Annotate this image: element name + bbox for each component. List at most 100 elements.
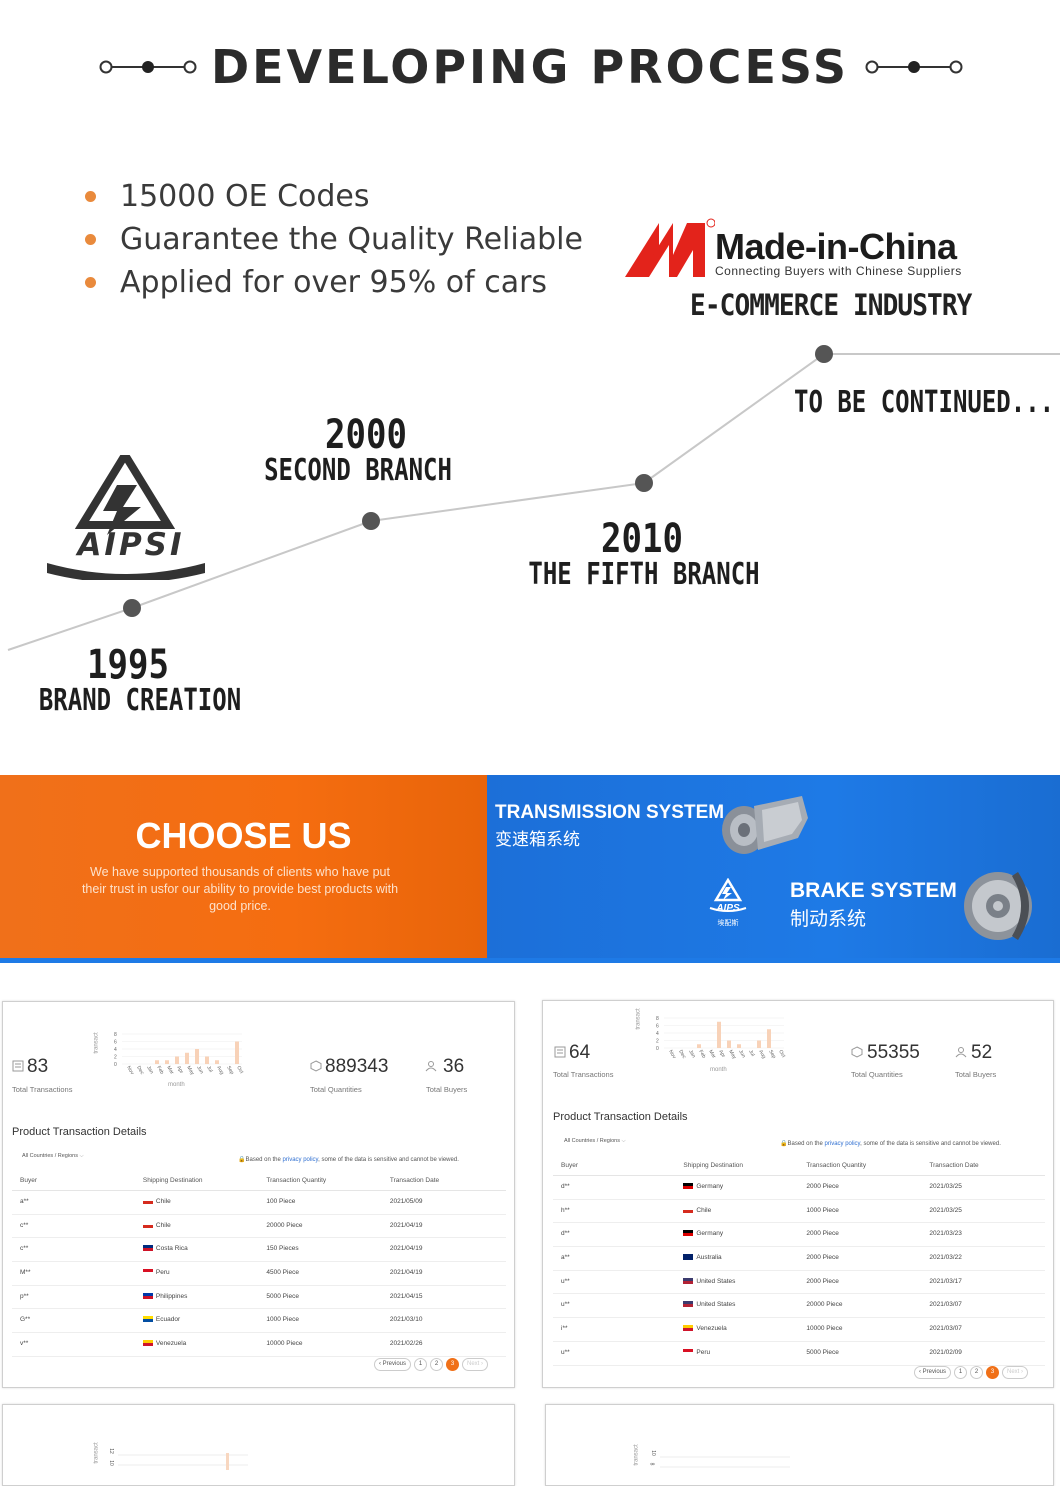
page-number-button[interactable]: 1 — [414, 1358, 428, 1371]
made-in-china-logo-icon — [625, 218, 715, 277]
title-ornament-right — [865, 60, 963, 74]
timeline-line — [7, 345, 1060, 651]
total-transactions-label: Total Transactions — [12, 1085, 73, 1094]
section-title: Product Transaction Details — [12, 1126, 147, 1138]
xtick-label: Aug — [215, 1065, 225, 1076]
buyer-cell: M** — [20, 1269, 31, 1277]
chart-bar — [195, 1049, 199, 1064]
country-flag-icon — [142, 1221, 153, 1228]
privacy-policy-link[interactable]: privacy policy — [824, 1141, 861, 1147]
previous-page-button[interactable]: ‹ Previous — [914, 1366, 952, 1379]
page-number-button[interactable]: 1 — [954, 1366, 968, 1379]
column-header: Transaction Date — [929, 1162, 979, 1169]
chevron-down-icon: ⌵ — [621, 1138, 626, 1144]
xtick-label: Apr — [717, 1049, 726, 1059]
ytick-label: 0 — [656, 1046, 659, 1052]
quantity-cell: 1000 Piece — [266, 1316, 299, 1324]
destination-cell: United States — [683, 1301, 735, 1308]
country-flag-icon — [683, 1206, 694, 1213]
next-page-button[interactable]: Next › — [1002, 1366, 1029, 1379]
choose-us-banner — [0, 775, 487, 958]
quantity-cell: 4500 Piece — [266, 1269, 299, 1277]
page-number-button[interactable]: 2 — [430, 1358, 444, 1371]
quantities-icon — [851, 1046, 863, 1058]
buyer-cell: a** — [561, 1254, 570, 1262]
chart-bar — [697, 1044, 701, 1048]
country-flag-icon — [142, 1269, 153, 1276]
chevron-down-icon: ⌵ — [79, 1153, 84, 1159]
ytick-label: 6 — [656, 1024, 659, 1030]
privacy-policy-link[interactable]: privacy policy — [282, 1157, 319, 1163]
chart-xlabel: month — [710, 1067, 727, 1073]
column-header: Shipping Destination — [683, 1162, 743, 1169]
total-buyers-label: Total Buyers — [955, 1070, 997, 1079]
date-cell: 2021/03/07 — [929, 1325, 962, 1333]
next-page-button[interactable]: Next › — [462, 1358, 489, 1371]
destination-cell: Peru — [683, 1348, 710, 1356]
page-number-button[interactable]: 2 — [970, 1366, 984, 1379]
date-cell: 2021/03/07 — [929, 1301, 962, 1309]
country-flag-icon — [142, 1245, 153, 1252]
buyer-cell: d** — [561, 1230, 570, 1238]
choose-us-title: CHOOSE US — [135, 815, 352, 856]
milestone-label-1995: BRAND CREATION — [38, 683, 242, 718]
aips-small-logo-cn: 埃配斯 — [717, 919, 739, 927]
bullet-dot — [85, 191, 96, 202]
xtick-label: Feb — [155, 1065, 165, 1076]
column-header: Buyer — [561, 1162, 578, 1169]
page-number-button[interactable]: 3 — [446, 1358, 460, 1371]
destination-cell: Ecuador — [142, 1316, 180, 1323]
total-quantities-label: Total Quantities — [851, 1070, 903, 1079]
chart-gridline — [118, 1453, 248, 1470]
timeline-dot-1995 — [123, 599, 141, 617]
date-cell: 2021/03/23 — [929, 1230, 962, 1238]
milestone-label-2010: THE FIFTH BRANCH — [528, 557, 760, 592]
chart-bar — [717, 1021, 721, 1048]
gearbox-icon — [722, 796, 808, 854]
region-filter[interactable]: All Countries / Regions ⌵ — [22, 1153, 84, 1159]
country-flag-icon — [683, 1301, 694, 1308]
date-cell: 2021/04/19 — [389, 1269, 423, 1277]
buyer-cell: v** — [20, 1340, 29, 1348]
xtick-label: Dec — [135, 1065, 145, 1076]
chart-gridline — [660, 1456, 790, 1468]
date-cell: 2021/02/09 — [929, 1348, 962, 1356]
chart-bar — [767, 1029, 771, 1048]
buyer-cell: u** — [561, 1301, 570, 1309]
quantity-cell: 2000 Piece — [806, 1277, 839, 1285]
aips-small-logo-icon — [709, 878, 747, 912]
ytick-label: 0 — [114, 1062, 117, 1068]
total-quantities-value: 889343 — [325, 1056, 389, 1077]
page-number-button[interactable]: 3 — [986, 1366, 1000, 1379]
quantity-cell: 150 Pieces — [266, 1245, 299, 1253]
destination-cell: Costa Rica — [142, 1245, 188, 1252]
bullet-dot — [85, 277, 96, 288]
country-flag-icon — [142, 1340, 153, 1347]
xtick-label: Sep — [767, 1049, 777, 1060]
ytick-label: 6 — [114, 1040, 117, 1046]
country-flag-icon — [142, 1316, 153, 1323]
date-cell: 2021/05/09 — [389, 1198, 423, 1205]
xtick-label: May — [727, 1049, 737, 1061]
buyers-icon — [955, 1047, 967, 1058]
region-filter[interactable]: All Countries / Regions ⌵ — [564, 1138, 626, 1144]
section-title: Product Transaction Details — [553, 1111, 688, 1123]
xtick-label: Jun — [737, 1049, 746, 1059]
date-cell: 2021/03/25 — [929, 1183, 962, 1190]
destination-cell: Chile — [142, 1198, 171, 1205]
previous-page-button[interactable]: ‹ Previous — [374, 1358, 412, 1371]
total-transactions-label: Total Transactions — [553, 1070, 614, 1079]
chart-ylabel: transact — [633, 1444, 640, 1466]
xtick-label: Oct — [777, 1049, 786, 1059]
buyer-cell: a** — [20, 1198, 29, 1205]
quantity-cell: 10000 Piece — [806, 1325, 843, 1333]
xtick-label: May — [185, 1065, 195, 1077]
aipsi-logo-icon — [47, 455, 205, 580]
